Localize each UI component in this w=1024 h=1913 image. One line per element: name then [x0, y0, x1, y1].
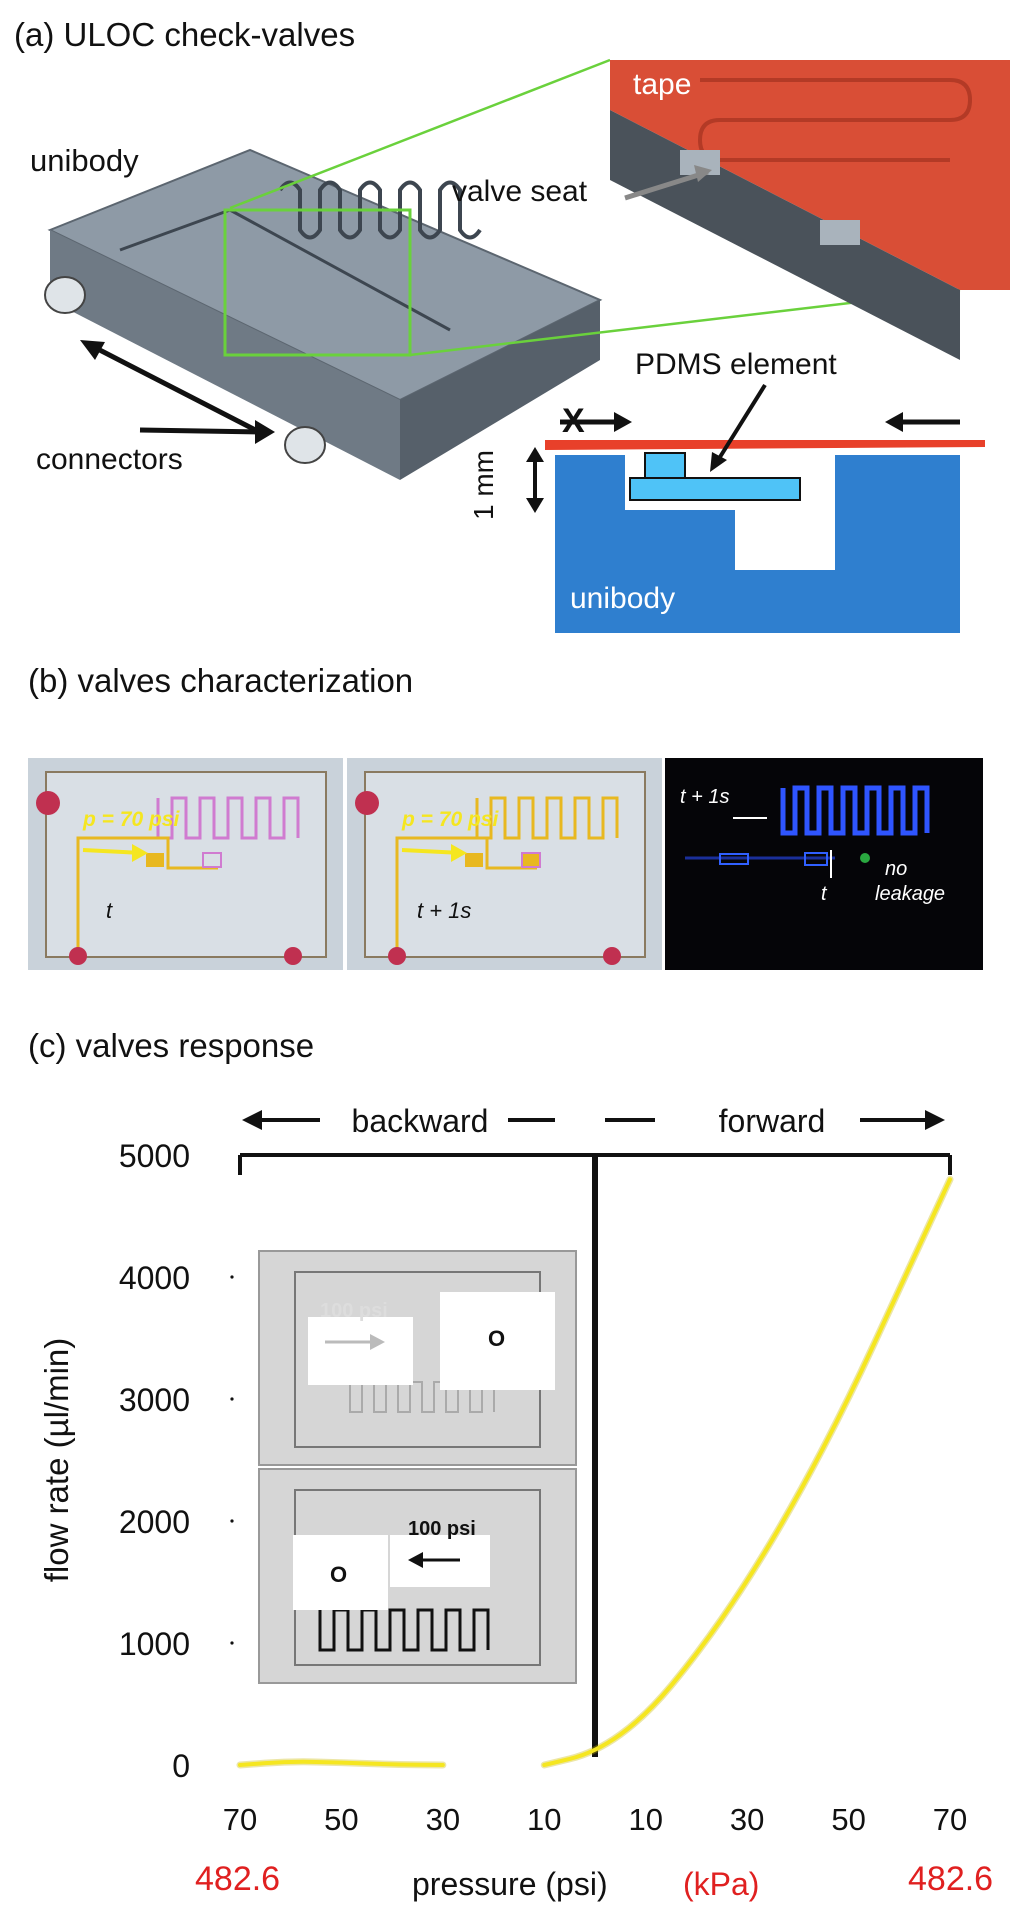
panel-c-heading: (c) valves response: [28, 1027, 315, 1064]
frame-t-plus-1s: p = 70 psi t + 1s: [347, 758, 662, 970]
x-tick-label-forward: 70: [933, 1802, 967, 1837]
x-tick-label-backward: 50: [324, 1802, 358, 1837]
backward-arrowhead: [242, 1110, 262, 1130]
unibody-section-label: unibody: [570, 582, 676, 615]
series-forward-line: [542, 1177, 952, 1767]
valves-response-chart: 0 1000 2000 3000 4000 5000 flow rate (µl/min) b…: [38, 1103, 967, 1837]
kpa-axis-label: (kPa): [683, 1866, 760, 1902]
fluor-time-bottom: t: [821, 883, 827, 905]
tape-zoom: [610, 60, 1010, 360]
y-tick-mark: [230, 1397, 234, 1401]
y-tick-label: 1000: [119, 1626, 190, 1662]
series-forward-shadow: [540, 1175, 954, 1769]
frame-t1-pressure: p = 70 psi: [402, 808, 499, 831]
y-tick-label: 5000: [119, 1138, 190, 1174]
pdms-element-label: PDMS element: [635, 348, 837, 381]
inset-bottom-marker: O: [330, 1562, 348, 1587]
y-tick-label: 3000: [119, 1382, 190, 1418]
kpa-right-value: 482.6: [908, 1860, 994, 1898]
x-tick-label-backward: 10: [527, 1802, 561, 1837]
valve-seat-arrow: [624, 169, 709, 201]
x-tick-label-forward: 30: [730, 1802, 764, 1837]
forward-label: forward: [719, 1103, 826, 1139]
tape-label: tape: [633, 68, 692, 101]
inset-backward: 100 psi O: [258, 1250, 577, 1466]
frame-fluorescence: t + 1s t no leakage: [665, 758, 983, 970]
y-tick-mark: [230, 1519, 234, 1523]
y-tick-label: 2000: [119, 1504, 190, 1540]
kpa-left-value: 482.6: [195, 1860, 281, 1898]
blocked-marker: X: [562, 402, 585, 440]
y-tick-mark: [230, 1641, 234, 1645]
frame-t1-time: t + 1s: [417, 898, 472, 923]
panel-b-heading: (b) valves characterization: [28, 662, 414, 699]
frame-t: p = 70 psi t: [28, 758, 343, 970]
x-tick-label-backward: 70: [223, 1802, 257, 1837]
y-tick-label: 4000: [119, 1260, 190, 1296]
panel-a-heading: (a) ULOC check-valves: [14, 16, 356, 53]
pressure-axis-label: pressure (psi): [412, 1866, 608, 1902]
fluor-note-line2: leakage: [875, 883, 946, 905]
connector-arrow: [88, 342, 267, 438]
backward-label: backward: [352, 1103, 489, 1139]
x-tick-label-forward: 10: [628, 1802, 662, 1837]
y-tick-mark: [230, 1275, 234, 1279]
panel-a-figure: [44, 58, 1010, 633]
inset-top-marker: O: [488, 1326, 506, 1351]
zoom-box: [223, 208, 412, 357]
y-tick-label: 0: [172, 1748, 190, 1784]
inset-forward-blocked: 100 psi O: [258, 1468, 577, 1684]
unibody-label: unibody: [30, 143, 139, 178]
fluor-note-line1: no: [885, 858, 908, 880]
frame-t-time: t: [106, 898, 113, 923]
x-tick-label-backward: 30: [426, 1802, 460, 1837]
x-tick-label-forward: 50: [831, 1802, 865, 1837]
y-axis-label: flow rate (µl/min): [38, 1338, 75, 1583]
valve-seat-label: valve seat: [452, 175, 588, 208]
scale-label: 1 mm: [468, 450, 499, 520]
inset-top-pressure: 100 psi: [320, 1300, 388, 1322]
fluor-time-top: t + 1s: [680, 786, 730, 808]
connectors-label: connectors: [36, 443, 183, 476]
cross-section: [526, 383, 985, 633]
forward-arrowhead: [925, 1110, 945, 1130]
frame-t-pressure: p = 70 psi: [83, 808, 180, 831]
inset-bottom-pressure: 100 psi: [408, 1518, 476, 1540]
